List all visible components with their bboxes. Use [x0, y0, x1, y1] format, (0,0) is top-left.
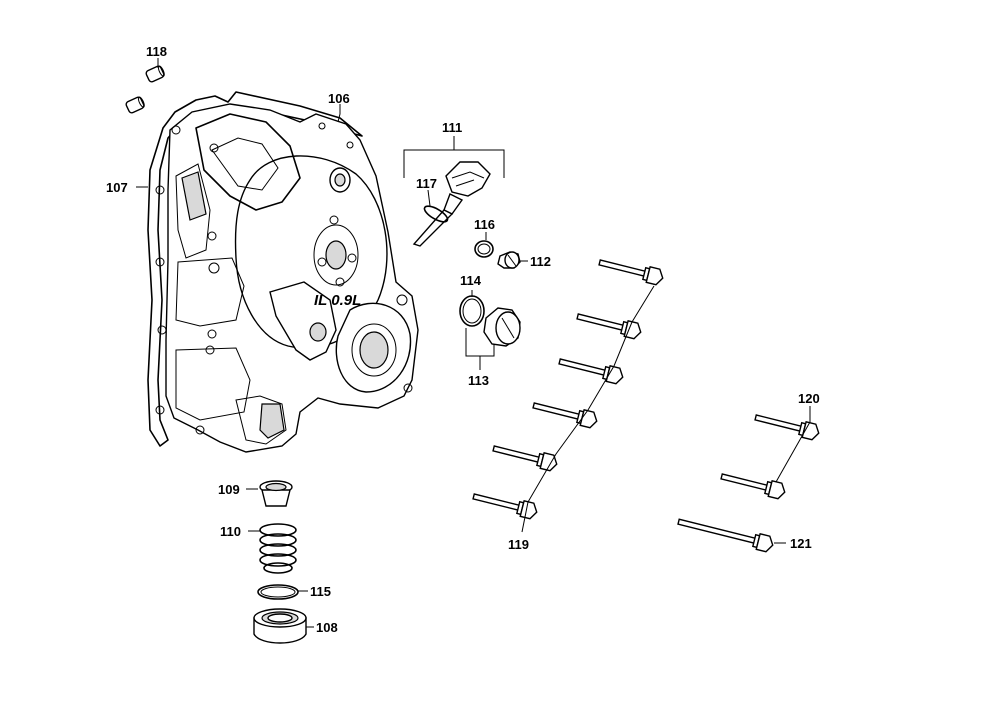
- label-118: 118: [146, 44, 167, 59]
- label-119: 119: [508, 537, 529, 552]
- spring-110[interactable]: [259, 523, 297, 574]
- plug-113[interactable]: [483, 307, 521, 347]
- label-106: 106: [328, 91, 350, 106]
- label-120: 120: [798, 391, 820, 406]
- o-ring-114[interactable]: [459, 295, 485, 327]
- label-116: 116: [474, 217, 495, 232]
- dipstick-111[interactable]: [412, 161, 491, 247]
- crankcase-cover-106[interactable]: IL 0.9L: [155, 103, 419, 453]
- label-115: 115: [310, 584, 331, 599]
- label-110: 110: [220, 524, 241, 539]
- drain-plug-108[interactable]: [253, 608, 307, 644]
- label-108: 108: [316, 620, 338, 635]
- label-113: 113: [468, 373, 489, 388]
- label-117: 117: [416, 176, 437, 191]
- plug-bolt-112[interactable]: [497, 251, 521, 269]
- label-109: 109: [218, 482, 240, 497]
- bolt-119[interactable]: [472, 255, 665, 520]
- o-ring-115[interactable]: [257, 584, 299, 600]
- dowel-pin-118[interactable]: [125, 65, 165, 114]
- label-107: 107: [106, 180, 128, 195]
- o-ring-117[interactable]: [422, 203, 450, 225]
- bolt-120[interactable]: [720, 410, 821, 500]
- label-111: 111: [442, 120, 462, 135]
- bolt-121[interactable]: [677, 514, 775, 553]
- label-112: 112: [530, 254, 551, 269]
- label-121: 121: [790, 536, 812, 551]
- cover-marking: IL 0.9L: [314, 292, 361, 309]
- seal-ring-116[interactable]: [474, 240, 494, 258]
- strainer-109[interactable]: [259, 480, 293, 507]
- label-114: 114: [460, 273, 482, 288]
